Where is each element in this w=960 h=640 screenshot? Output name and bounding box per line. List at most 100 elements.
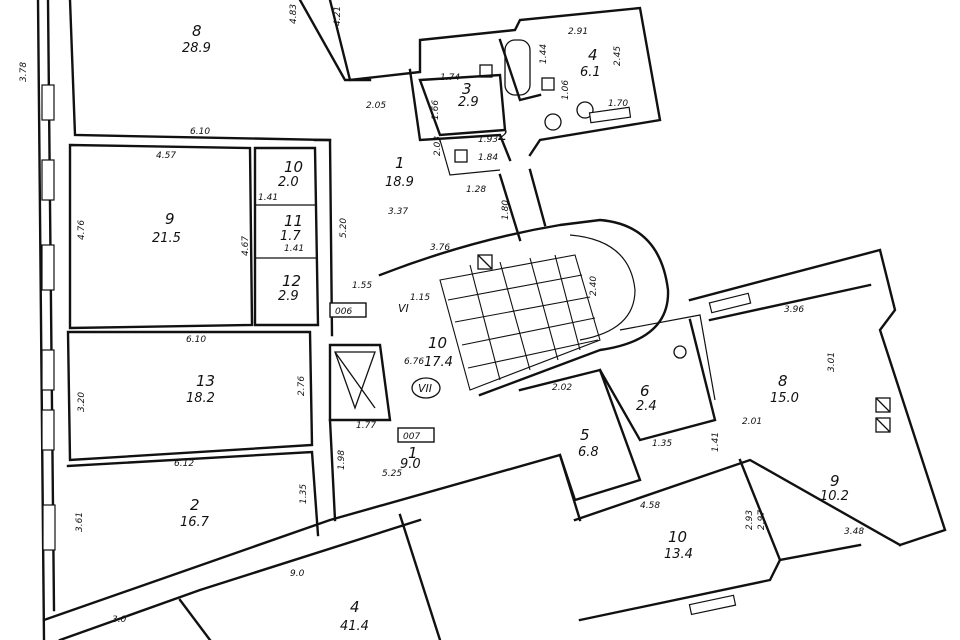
dimension: 2.76	[297, 376, 307, 396]
marker-label: VII	[418, 382, 432, 395]
room-area: 2.0	[278, 175, 299, 190]
room-number: 13	[196, 372, 215, 390]
dimension: 1.66	[431, 100, 441, 120]
dimension: 6.10	[190, 127, 210, 137]
room-area: 9.0	[400, 457, 421, 472]
dimension: 3.61	[75, 512, 85, 532]
dimension: 1.15	[410, 293, 430, 303]
vent-icon	[875, 397, 891, 413]
room-area: 16.7	[180, 515, 210, 530]
dimension: 1.06	[561, 80, 571, 100]
dimension: 1.55	[352, 281, 372, 291]
room-area: 18.9	[385, 175, 414, 190]
sink-icon	[454, 149, 468, 163]
room-area: 2.4	[636, 399, 657, 414]
window	[41, 84, 55, 121]
room-labels: 8 28.9 10 2.0 9 21.5 11 1.7 12 2.9 13 18…	[152, 22, 849, 634]
dimension: 6.76	[404, 357, 424, 367]
room-number: 1	[395, 154, 405, 172]
fixtures	[334, 39, 891, 433]
room-area: 6.8	[578, 445, 599, 460]
dimension: 1.74	[440, 73, 460, 83]
dimension: 1.77	[356, 421, 376, 431]
room-number: 9	[165, 210, 175, 228]
dimension: 1.41	[258, 193, 278, 203]
room-number: 9	[830, 472, 840, 490]
dimension: 2.45	[613, 46, 623, 66]
room-number: 10	[284, 158, 303, 176]
dimension: 4.57	[156, 151, 176, 161]
staircase	[439, 254, 601, 391]
dimension: 3.20	[77, 392, 87, 412]
exterior-walls	[36, 0, 947, 640]
dimension: 4.21	[333, 6, 343, 26]
room-area: 15.0	[770, 391, 799, 406]
room-area: 2.9	[458, 95, 479, 110]
dimension: 2.03	[433, 136, 443, 156]
dimension: 5.25	[382, 469, 402, 479]
dimension: 2.93	[745, 510, 755, 530]
room-area: 41.4	[340, 619, 369, 634]
dimension: 3.78	[19, 62, 29, 82]
dimension: 1.44	[539, 44, 549, 64]
dimension: 1.35	[299, 484, 309, 504]
window	[688, 594, 737, 616]
dimension: 3.37	[388, 207, 408, 217]
room-area: 18.2	[186, 391, 215, 406]
shaft-icon	[334, 351, 376, 410]
dimension: 4.58	[640, 501, 660, 511]
room-number: 5	[580, 426, 590, 444]
dimension: 5.20	[339, 218, 349, 238]
dimension: 1.84	[478, 153, 498, 163]
marker-circle	[411, 377, 441, 399]
room-area: 2.9	[278, 289, 299, 304]
sink-icon	[541, 77, 555, 91]
marker-label: 007	[403, 432, 420, 442]
window	[41, 409, 55, 451]
room-area: 28.9	[182, 41, 211, 56]
room-area: 1.7	[280, 229, 301, 244]
room-number: 12	[282, 272, 301, 290]
dimension: 1.28	[466, 185, 486, 195]
dimension: 6.12	[174, 459, 194, 469]
dimension: 6.10	[186, 335, 206, 345]
marker-label: 006	[335, 307, 352, 317]
room-number: 2	[498, 126, 508, 144]
dimension: 1.70	[608, 99, 628, 109]
room-number: 6	[640, 382, 650, 400]
dimension: 1.93	[478, 135, 498, 145]
dimension: 3.0	[112, 615, 127, 625]
dimension: 4.76	[77, 220, 87, 240]
interior-walls	[66, 38, 782, 640]
window	[588, 106, 632, 124]
window	[41, 244, 55, 291]
room-number: 10	[428, 334, 447, 352]
dimension-labels: 3.78 4.83 4.21 2.91 2.45 6.10 4.57 4.76 …	[19, 4, 864, 625]
room-number: 4	[350, 598, 360, 616]
dimension: 2.05	[366, 101, 386, 111]
vent-icon	[875, 417, 891, 433]
dimension: 4.67	[241, 236, 251, 256]
dimension: 2.91	[568, 27, 588, 37]
room-area: 13.4	[664, 547, 693, 562]
room-number: 8	[192, 22, 202, 40]
marker-box	[329, 302, 367, 318]
dimension: 1.41	[284, 244, 304, 254]
room-area: 6.1	[580, 65, 601, 80]
dimension: 3.96	[784, 305, 804, 315]
window	[41, 159, 55, 201]
room-number: 1	[408, 444, 418, 462]
room-number: 10	[668, 528, 687, 546]
dimension: 1.80	[501, 200, 511, 220]
dimension: 1.35	[652, 439, 672, 449]
room-area: 21.5	[152, 231, 181, 246]
markers: 006 007 VI VII	[329, 302, 441, 443]
sink-icon	[673, 345, 687, 359]
room-number: 4	[588, 46, 598, 64]
window	[42, 504, 56, 551]
room-number: 11	[284, 212, 303, 230]
marker-label: VI	[398, 302, 409, 315]
room-area: 17.4	[424, 355, 453, 370]
dimension: 1.98	[337, 450, 347, 470]
toilet-icon	[576, 101, 594, 119]
